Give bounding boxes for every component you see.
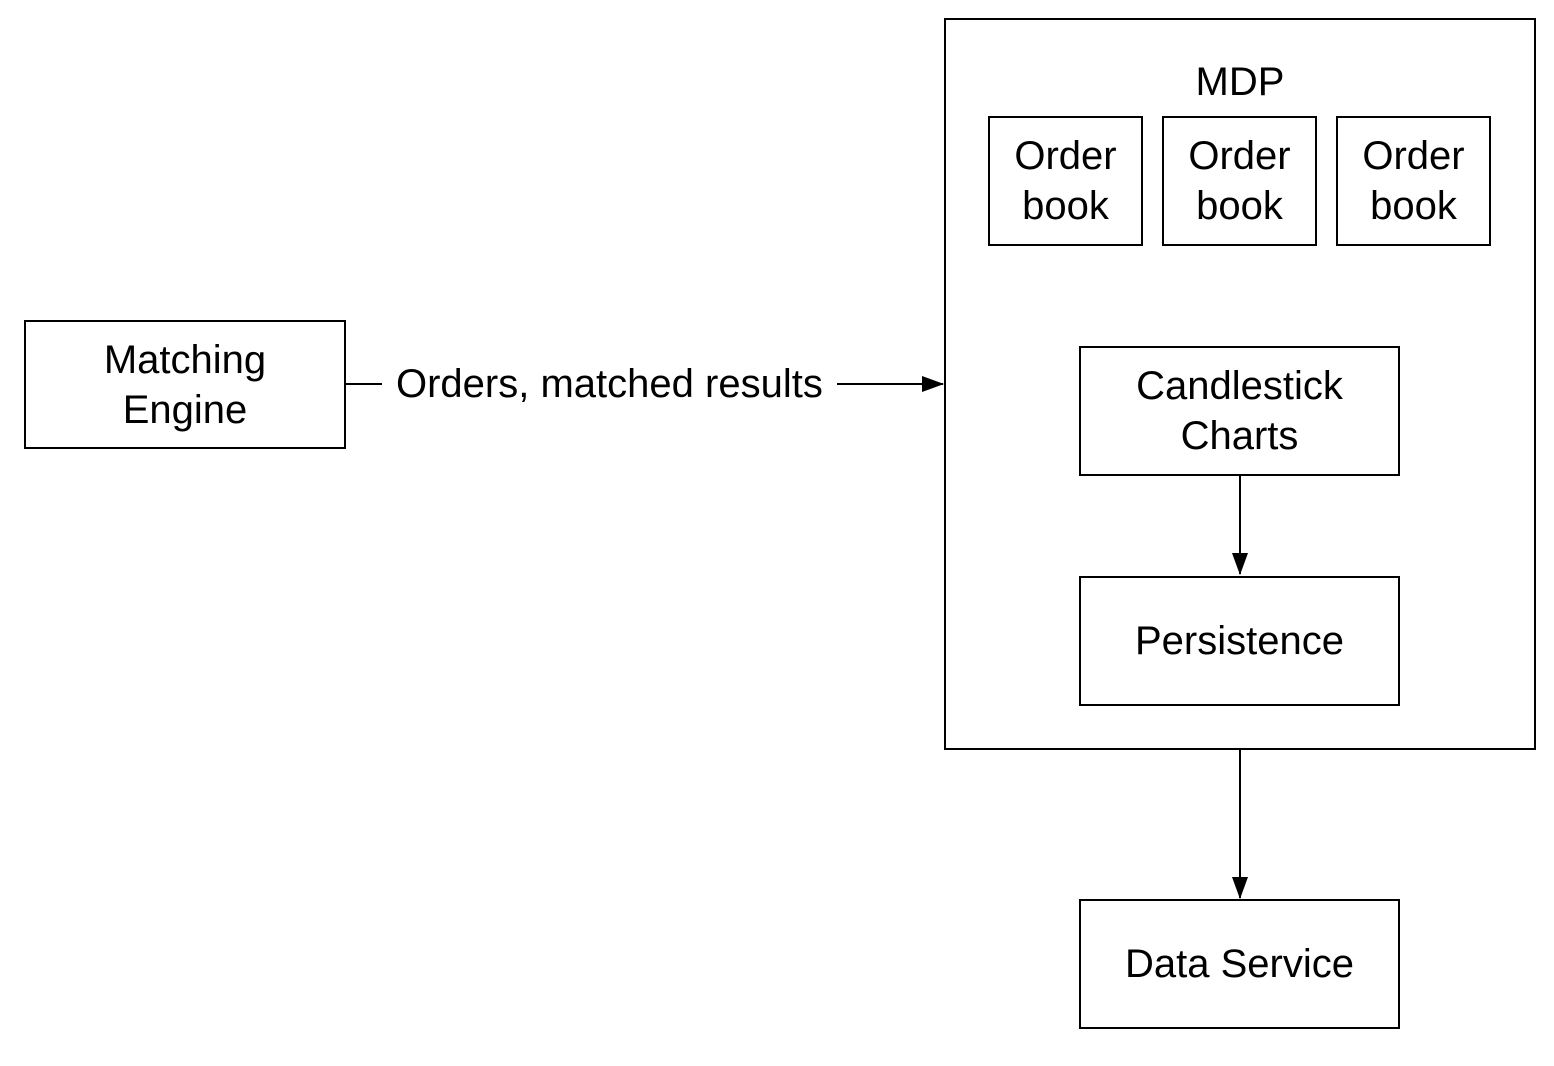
order-book-label-3: Order book	[1362, 134, 1465, 228]
order-book-label-1: Order book	[1014, 134, 1117, 228]
order-book-label-2: Order book	[1188, 134, 1291, 228]
mdp-title: MDP	[1195, 60, 1285, 104]
persistence-label: Persistence	[1135, 619, 1344, 663]
mdp-container: MDP	[944, 18, 1536, 750]
candlestick-charts-label: Candlestick Charts	[1136, 364, 1343, 458]
persistence-box: Persistence	[1079, 576, 1400, 706]
order-book-box-1: Order book	[988, 116, 1143, 246]
candlestick-charts-box: Candlestick Charts	[1079, 346, 1400, 476]
order-book-box-2: Order book	[1162, 116, 1317, 246]
edge-engine-to-mdp-label: Orders, matched results	[382, 360, 837, 408]
matching-engine-box: Matching Engine	[24, 320, 346, 449]
matching-engine-label: Matching Engine	[103, 337, 267, 432]
data-service-label: Data Service	[1125, 942, 1354, 986]
order-book-box-3: Order book	[1336, 116, 1491, 246]
data-service-box: Data Service	[1079, 899, 1400, 1029]
